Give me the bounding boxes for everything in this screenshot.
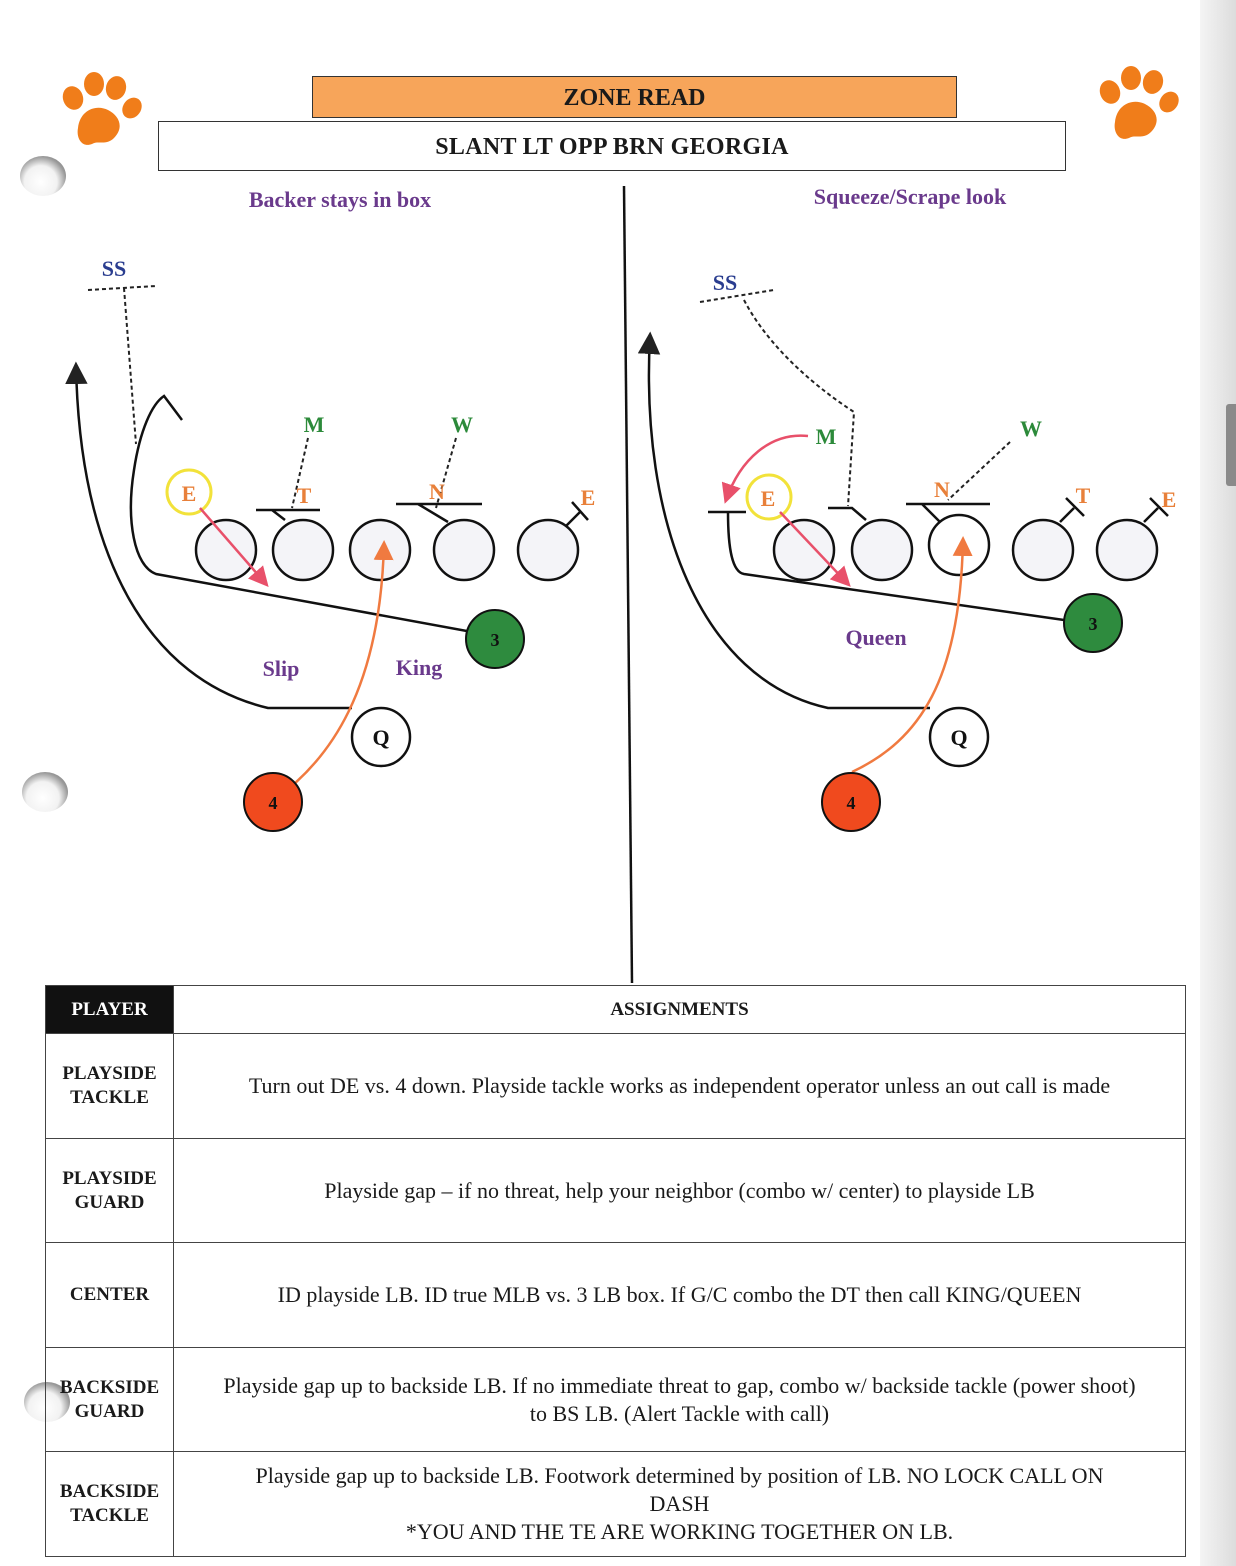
left-player-3-number: 3	[491, 630, 500, 650]
binder-hole-top	[20, 156, 66, 196]
left-m-label: M	[304, 412, 325, 437]
play-diagrams: Backer stays in box SS M W E T N E Slip …	[65, 184, 1177, 984]
right-queen-label: Queen	[845, 625, 906, 650]
right-lineman-5	[1095, 518, 1159, 582]
right-end-crash-arrow	[779, 511, 851, 587]
right-m-scrape-arrow	[721, 434, 809, 504]
right-block-2	[828, 506, 867, 521]
right-rb-path	[851, 536, 973, 774]
right-end-highlight	[745, 473, 793, 521]
right-player-3	[1063, 593, 1123, 653]
right-quarterback	[928, 706, 990, 768]
right-player-4-number: 4	[847, 793, 856, 813]
right-player-3-number: 3	[1089, 614, 1098, 634]
left-player-4	[243, 772, 303, 832]
right-block-4	[1059, 497, 1085, 523]
left-t-label: T	[297, 483, 312, 508]
right-ss-label: SS	[713, 270, 737, 295]
left-m-dotted-line	[291, 437, 309, 509]
right-q-label: Q	[950, 725, 967, 750]
right-w-dotted-line	[947, 441, 1011, 501]
right-n-label: N	[934, 477, 950, 502]
right-lineman-3	[927, 513, 991, 577]
assignment-cell: Turn out DE vs. 4 down. Playside tackle …	[173, 1033, 1186, 1139]
table-header-row: PLAYER ASSIGNMENTS	[45, 984, 1186, 1035]
left-end-crash-arrow	[199, 507, 269, 588]
assignment-cell: Playside gap up to backside LB. Footwork…	[173, 1451, 1186, 1557]
left-lineman-1	[194, 518, 258, 582]
left-block-4	[396, 502, 482, 524]
left-q-label: Q	[372, 725, 389, 750]
right-w-label: W	[1020, 416, 1042, 441]
assignment-cell: Playside gap – if no threat, help your n…	[173, 1137, 1186, 1244]
player-cell: CENTER	[45, 1242, 174, 1348]
left-e2-label: E	[581, 485, 596, 510]
left-quarterback	[350, 706, 412, 768]
left-w-dotted-line	[435, 437, 457, 509]
left-block-5	[565, 501, 589, 527]
left-player-3	[465, 609, 525, 669]
right-ss-drop-line	[743, 299, 856, 507]
left-heading: Backer stays in box	[249, 187, 431, 212]
player-column-header: PLAYER	[45, 984, 174, 1035]
left-e1-label: E	[182, 481, 197, 506]
left-qb-path	[65, 361, 352, 710]
right-e1-label: E	[761, 486, 776, 511]
diagram-divider	[622, 185, 634, 984]
right-block-3	[906, 502, 990, 523]
left-player-4-number: 4	[269, 793, 278, 813]
left-lineman-4	[432, 518, 496, 582]
page-tab	[1226, 404, 1236, 486]
right-ss-dotted-line	[699, 289, 775, 303]
assignments-column-header: ASSIGNMENTS	[173, 984, 1186, 1035]
right-lineman-2	[850, 518, 914, 582]
right-kick-path	[708, 510, 1093, 626]
left-slip-label: Slip	[263, 656, 300, 681]
left-end-highlight	[165, 468, 213, 516]
play-title: ZONE READ	[312, 76, 957, 118]
left-ss-dotted-line	[87, 285, 157, 291]
left-lineman-5	[516, 518, 580, 582]
left-w-label: W	[451, 412, 473, 437]
right-e2-label: E	[1162, 487, 1177, 512]
left-lineman-2	[271, 518, 335, 582]
right-m-label: M	[816, 424, 837, 449]
right-qb-path	[637, 331, 930, 710]
assignment-cell: Playside gap up to backside LB. If no im…	[173, 1346, 1186, 1453]
left-block-2	[256, 508, 320, 521]
left-slip-path	[129, 394, 495, 638]
left-n-label: N	[429, 479, 445, 504]
right-lineman-1	[772, 518, 836, 582]
left-king-label: King	[396, 655, 442, 680]
right-player-4	[821, 772, 881, 832]
right-block-5	[1143, 497, 1169, 523]
table-row: CENTER ID playside LB. ID true MLB vs. 3…	[45, 1242, 1186, 1348]
page-edge	[1200, 0, 1236, 1566]
paw-logo-left	[62, 72, 142, 145]
play-subtitle: SLANT LT OPP BRN GEORGIA	[158, 121, 1066, 171]
left-ss-drop-line	[123, 287, 137, 445]
paw-logo-right	[1099, 66, 1179, 139]
assignment-cell: ID playside LB. ID true MLB vs. 3 LB box…	[173, 1242, 1186, 1348]
left-lineman-3	[348, 518, 412, 582]
right-t-label: T	[1076, 483, 1091, 508]
right-lineman-4	[1011, 518, 1075, 582]
left-ss-label: SS	[102, 256, 126, 281]
binder-hole-middle	[22, 772, 68, 812]
right-heading: Squeeze/Scrape look	[814, 184, 1007, 209]
